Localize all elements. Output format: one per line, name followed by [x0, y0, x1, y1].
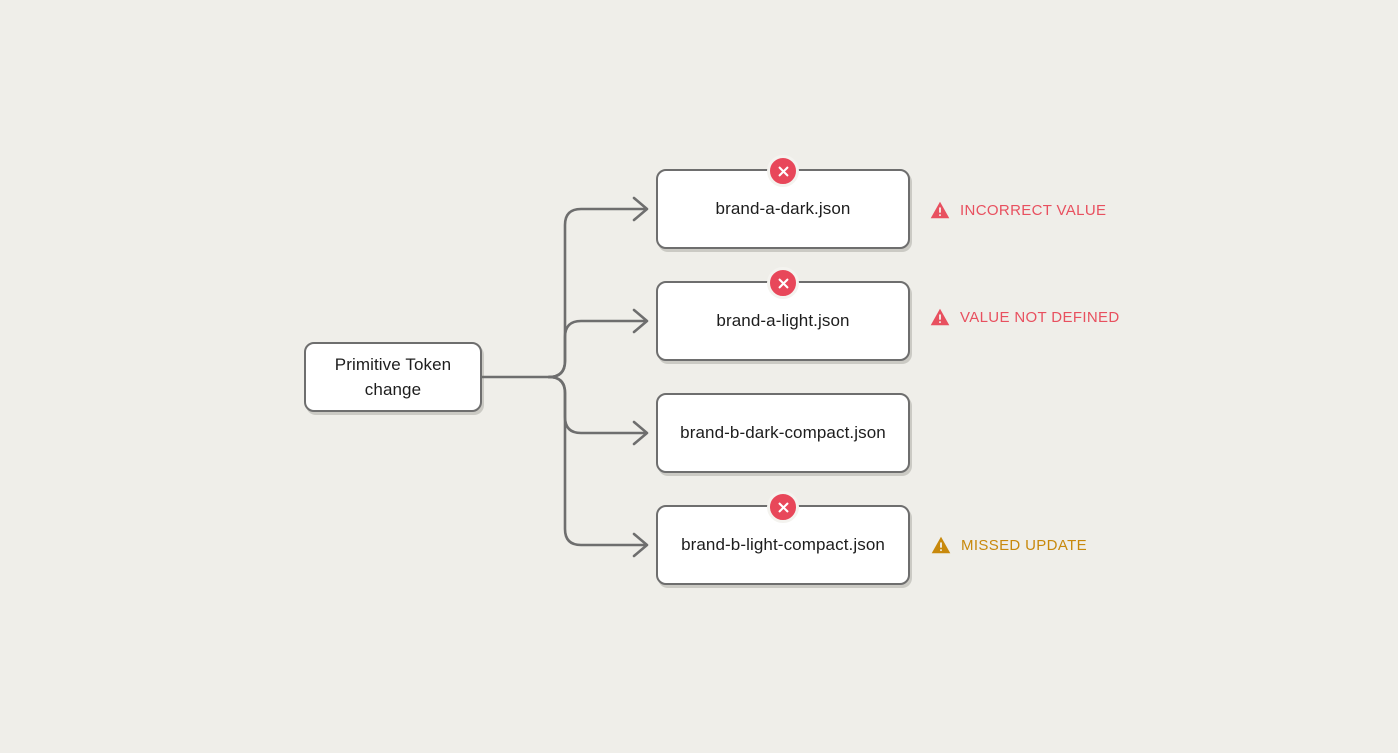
- warning-value-not-defined: VALUE NOT DEFINED: [930, 308, 1120, 326]
- close-x-icon: [778, 502, 788, 512]
- warning-triangle-icon: [930, 308, 950, 326]
- warning-label: MISSED UPDATE: [961, 536, 1087, 554]
- connector-branch-0: [547, 207, 647, 379]
- arrowhead-0: [632, 196, 649, 222]
- file-node-label: brand-a-dark.json: [715, 199, 851, 219]
- file-node-brand-a-dark[interactable]: brand-a-dark.json: [656, 155, 910, 249]
- arrowhead-3: [632, 532, 649, 558]
- warning-incorrect-value: INCORRECT VALUE: [930, 201, 1106, 219]
- file-node-label: brand-b-dark-compact.json: [680, 423, 886, 443]
- file-node-label: brand-a-light.json: [716, 311, 850, 331]
- warning-triangle-icon: [930, 201, 950, 219]
- warning-missed-update: MISSED UPDATE: [931, 536, 1087, 554]
- warning-label: INCORRECT VALUE: [960, 201, 1107, 219]
- arrowhead-1: [632, 308, 649, 334]
- warning-label: VALUE NOT DEFINED: [960, 308, 1120, 326]
- source-node-label: Primitive Token change: [334, 354, 452, 400]
- close-x-icon: [778, 278, 788, 288]
- file-node-brand-b-light-compact[interactable]: brand-b-light-compact.json: [656, 491, 910, 585]
- file-node-brand-a-light[interactable]: brand-a-light.json: [656, 267, 910, 361]
- close-x-icon: [778, 166, 788, 176]
- error-badge[interactable]: [767, 267, 799, 299]
- file-node-brand-b-dark-compact[interactable]: brand-b-dark-compact.json: [656, 393, 910, 473]
- file-node-label: brand-b-light-compact.json: [681, 535, 885, 555]
- connector-branch-1: [547, 319, 647, 379]
- arrowhead-2: [632, 420, 649, 446]
- error-badge[interactable]: [767, 491, 799, 523]
- primitive-token-change-node[interactable]: Primitive Token change: [304, 342, 482, 412]
- warning-triangle-icon: [931, 536, 951, 554]
- connector-branch-2: [547, 375, 647, 435]
- connector-branch-3: [547, 375, 647, 547]
- error-badge[interactable]: [767, 155, 799, 187]
